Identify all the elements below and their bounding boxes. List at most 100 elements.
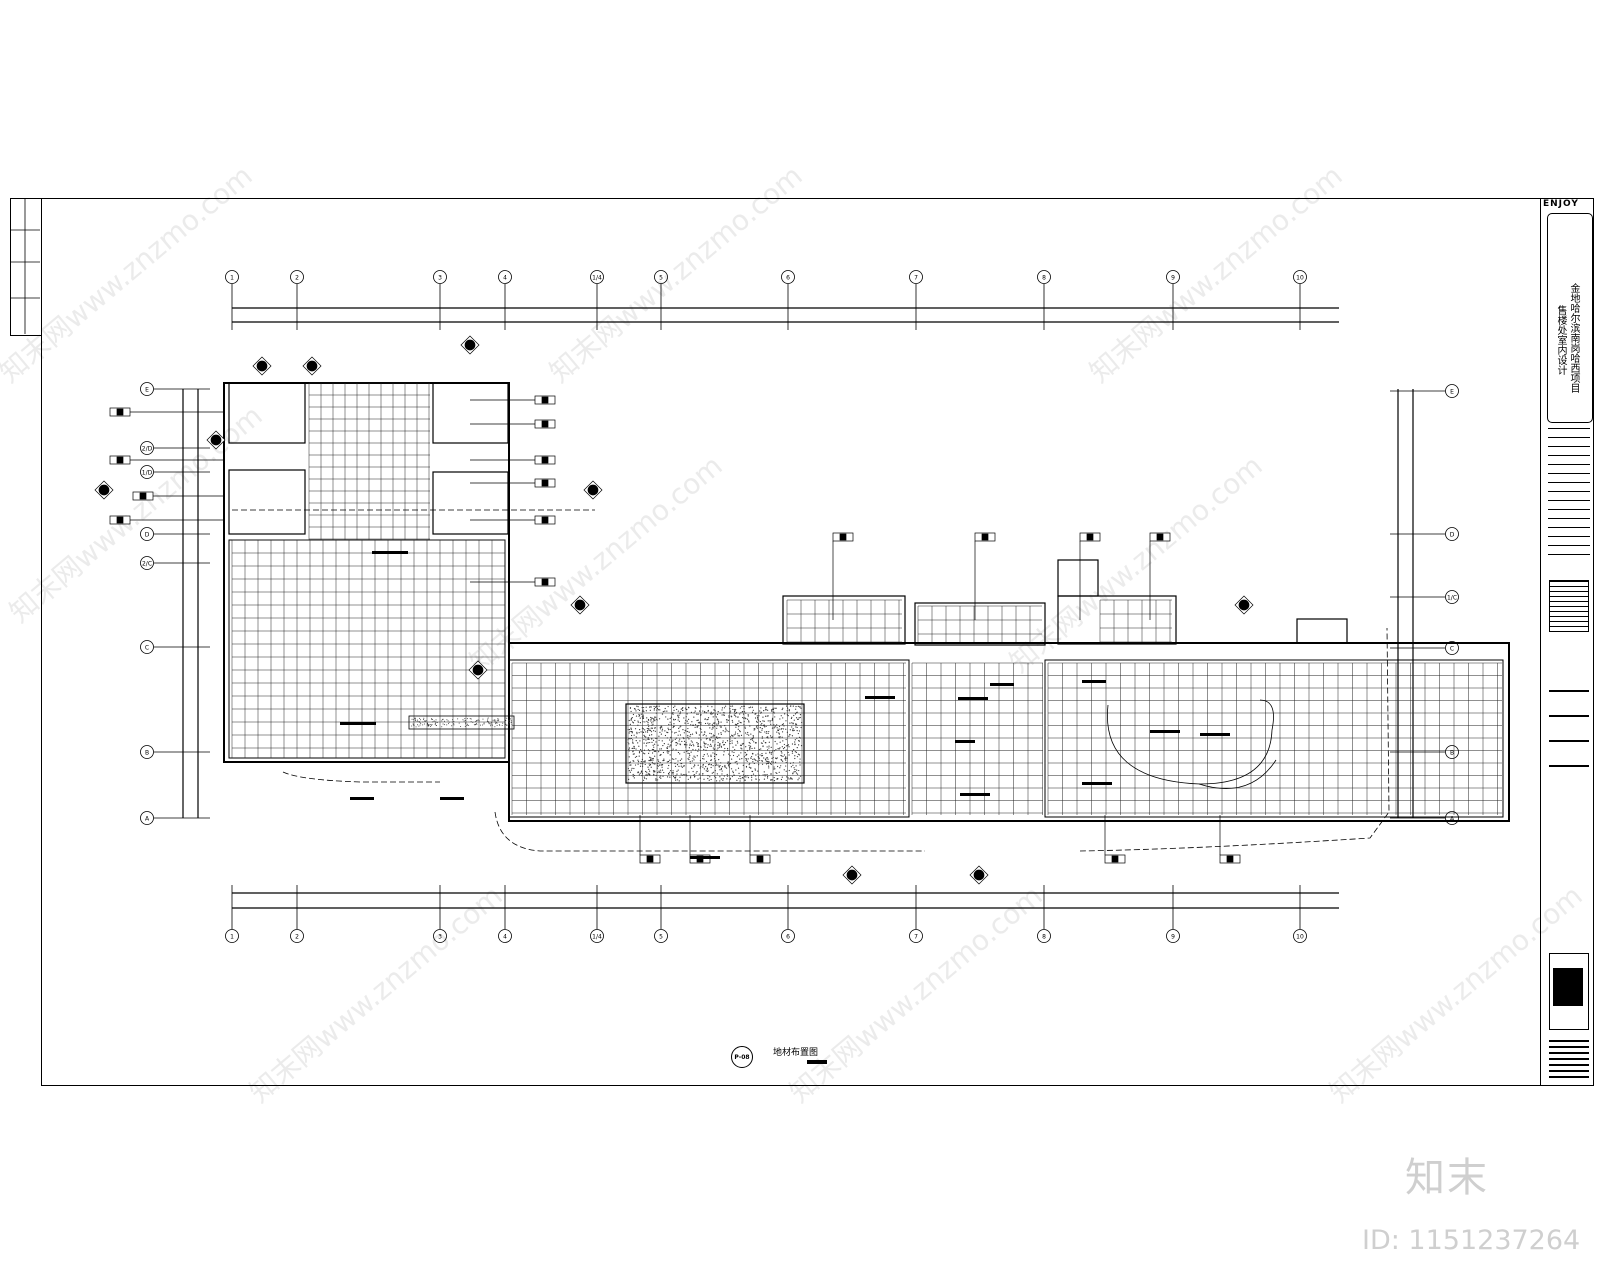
- grid-label: 9: [1171, 934, 1175, 941]
- grid-label: 1/4: [592, 275, 602, 282]
- grid-label: 10: [1296, 275, 1304, 282]
- grid-bubble: [140, 441, 154, 455]
- grid-bubble: [225, 929, 239, 943]
- grid-label: 5: [659, 275, 663, 282]
- signature-stamp: [1549, 690, 1589, 790]
- grid-bubble: [1037, 270, 1051, 284]
- drawing-number-fill: [1553, 968, 1583, 1006]
- grid-bubble: [498, 929, 512, 943]
- grid-label: D: [145, 532, 150, 539]
- annotation-label: [865, 696, 895, 699]
- grid-label: B: [1450, 750, 1454, 757]
- grid-bubble: [781, 270, 795, 284]
- grid-label: 3: [438, 934, 442, 941]
- grid-bubble: [433, 270, 447, 284]
- drawing-tag: P-08: [731, 1046, 753, 1068]
- grid-label: A: [145, 816, 150, 823]
- annotation-label: [960, 793, 990, 796]
- grid-bubble: [909, 929, 923, 943]
- drawing-caption: 地材布置图: [773, 1048, 819, 1058]
- grid-label: 8: [1042, 934, 1046, 941]
- grid-bubble: [290, 929, 304, 943]
- grid-label: 8: [1042, 275, 1046, 282]
- caption-scale-bar: [807, 1060, 827, 1064]
- grid-bubble: [1445, 590, 1459, 604]
- grid-bubble: [654, 929, 668, 943]
- grid-label: E: [145, 387, 149, 394]
- grid-bubble: [140, 556, 154, 570]
- grid-bubble: [140, 527, 154, 541]
- project-subtitle: 售楼处室内设计: [1555, 305, 1566, 375]
- grid-label: A: [1450, 816, 1455, 823]
- grid-bubble: [654, 270, 668, 284]
- revision-strip: [10, 198, 42, 336]
- grid-label: 2: [295, 934, 299, 941]
- grid-bubble: [225, 270, 239, 284]
- annotation-label: [340, 722, 376, 725]
- grid-bubble: [140, 382, 154, 396]
- grid-label: 1/D: [142, 470, 153, 477]
- annotation-label: [1082, 680, 1106, 683]
- grid-bubble: [1293, 929, 1307, 943]
- grid-bubble: [590, 929, 604, 943]
- grid-label: 1: [230, 934, 234, 941]
- grid-label: 7: [914, 934, 918, 941]
- title-block-stamp: [1549, 580, 1589, 632]
- grid-label: 4: [503, 275, 507, 282]
- grid-bubble: [1293, 270, 1307, 284]
- annotation-label: [1082, 782, 1112, 785]
- image-id: ID: 1151237264: [1362, 1225, 1581, 1256]
- grid-bubble: [140, 745, 154, 759]
- grid-bubble: [498, 270, 512, 284]
- grid-label: C: [1450, 646, 1454, 653]
- grid-label: 4: [503, 934, 507, 941]
- grid-bubble: [1445, 745, 1459, 759]
- grid-label: 1: [230, 275, 234, 282]
- grid-label: 3: [438, 275, 442, 282]
- grid-label: 6: [786, 275, 790, 282]
- grid-bubble: [140, 465, 154, 479]
- project-title-box: [1547, 213, 1593, 423]
- grid-bubble: [781, 929, 795, 943]
- grid-label: 5: [659, 934, 663, 941]
- annotation-label: [372, 551, 408, 554]
- grid-bubble: [290, 270, 304, 284]
- site-logo: 知末: [1405, 1155, 1489, 1201]
- annotation-label: [990, 683, 1014, 686]
- grid-label: 2/D: [142, 446, 153, 453]
- grid-bubble: [433, 929, 447, 943]
- title-block-notes: [1548, 428, 1590, 558]
- grid-bubble: [1445, 527, 1459, 541]
- annotation-label: [1200, 733, 1230, 736]
- grid-bubble: [590, 270, 604, 284]
- grid-bubble: [1166, 929, 1180, 943]
- brand-label: ENJOY: [1543, 199, 1579, 209]
- annotation-label: [1150, 730, 1180, 733]
- grid-bubble: [1445, 384, 1459, 398]
- grid-label: B: [145, 750, 149, 757]
- annotation-label: [440, 797, 464, 800]
- annotation-label: [690, 856, 720, 859]
- grid-label: 1/4: [592, 934, 602, 941]
- grid-label: 6: [786, 934, 790, 941]
- grid-label: 2: [295, 275, 299, 282]
- grid-label: 2/C: [142, 561, 152, 568]
- project-title: 金地哈尔滨南岗哈西项目: [1568, 283, 1579, 393]
- sheet-info-lines: [1549, 1040, 1589, 1080]
- annotation-label: [955, 740, 975, 743]
- grid-label: C: [145, 645, 149, 652]
- grid-label: 9: [1171, 275, 1175, 282]
- grid-label: D: [1450, 532, 1455, 539]
- grid-label: 7: [914, 275, 918, 282]
- grid-label: 10: [1296, 934, 1304, 941]
- grid-bubble: [1445, 641, 1459, 655]
- annotation-label: [350, 797, 374, 800]
- grid-bubble: [1037, 929, 1051, 943]
- grid-label: 1/C: [1447, 595, 1457, 602]
- drawing-number-box: [1549, 953, 1589, 1030]
- grid-bubble: [1166, 270, 1180, 284]
- grid-bubble: [140, 640, 154, 654]
- grid-bubble: [1445, 811, 1459, 825]
- title-block: [1540, 198, 1594, 1086]
- annotation-label: [958, 697, 988, 700]
